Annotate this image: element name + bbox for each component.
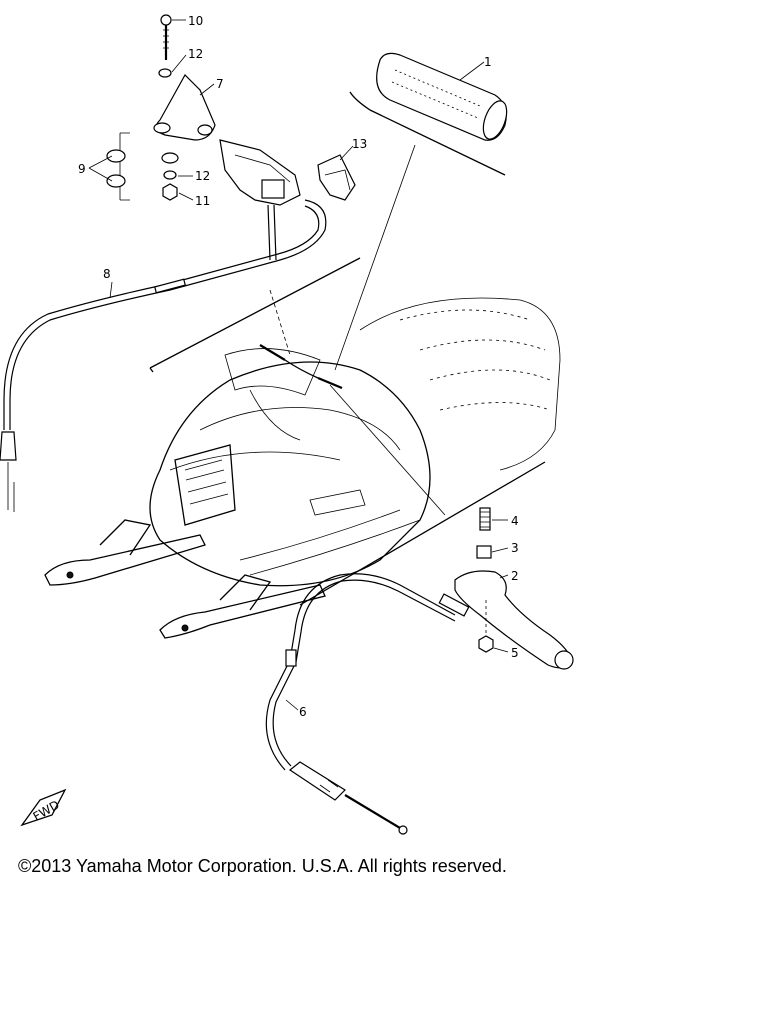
callout-6: 6 — [299, 705, 307, 719]
callout-2: 2 — [511, 569, 519, 583]
callout-8: 8 — [103, 267, 111, 281]
copyright-notice: ©2013 Yamaha Motor Corporation. U.S.A. A… — [18, 856, 507, 876]
callout-3: 3 — [511, 541, 519, 555]
part-1-grip — [376, 52, 508, 141]
callout-leaders — [88, 19, 509, 711]
callout-7: 7 — [216, 77, 224, 91]
callout-1: 1 — [484, 55, 492, 69]
callout-5: 5 — [511, 646, 519, 660]
brake-lever-assembly — [454, 507, 574, 670]
part-13-clip — [317, 154, 356, 201]
forward-arrow-icon: FWD — [20, 788, 67, 827]
callout-4: 4 — [511, 514, 519, 528]
callout-10: 10 — [188, 14, 203, 28]
callout-9: 9 — [78, 162, 86, 176]
callout-13: 13 — [352, 137, 367, 151]
fwd-label: FWD — [31, 798, 62, 824]
throttle-housing-assembly — [106, 14, 301, 261]
callout-11: 11 — [195, 194, 210, 208]
callout-12-upper: 12 — [188, 47, 203, 61]
callout-12-lower: 12 — [195, 169, 210, 183]
snowmobile-illustration — [44, 297, 561, 639]
parts-diagram: FWD 10 12 7 9 12 11 13 1 8 4 3 2 5 6 — [0, 14, 574, 835]
part-6-brake-cable — [265, 573, 470, 835]
callout-labels: 10 12 7 9 12 11 13 1 8 4 3 2 5 6 — [78, 14, 519, 719]
part-8-throttle-cable — [0, 199, 327, 512]
